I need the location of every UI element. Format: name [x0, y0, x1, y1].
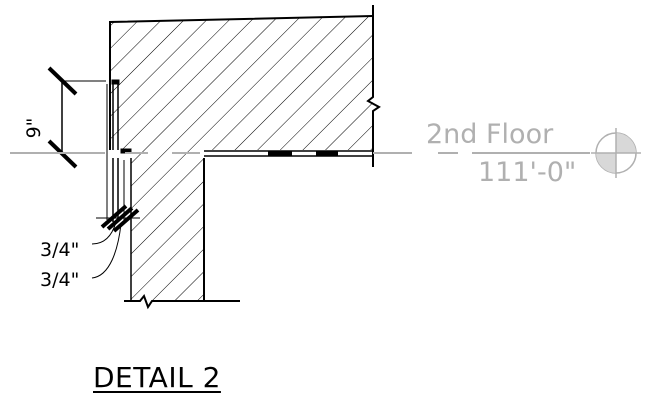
callout-markers	[91, 204, 140, 279]
callout-label-2: 3/4"	[40, 269, 79, 291]
dimension-label: 9"	[23, 118, 45, 139]
upper-hatched-mass	[109, 15, 374, 158]
detail-title: DETAIL 2	[93, 361, 221, 394]
lower-hatched-column	[130, 158, 205, 301]
level-elevation: 111'-0"	[478, 157, 576, 188]
floor-slab-band	[204, 150, 373, 157]
callout-label-1: 3/4"	[40, 239, 79, 261]
right-break-line	[366, 5, 381, 167]
level-name: 2nd Floor	[426, 119, 554, 150]
cladding-layers	[106, 79, 132, 222]
level-marker-icon	[591, 128, 641, 178]
bottom-break-line	[124, 293, 240, 310]
